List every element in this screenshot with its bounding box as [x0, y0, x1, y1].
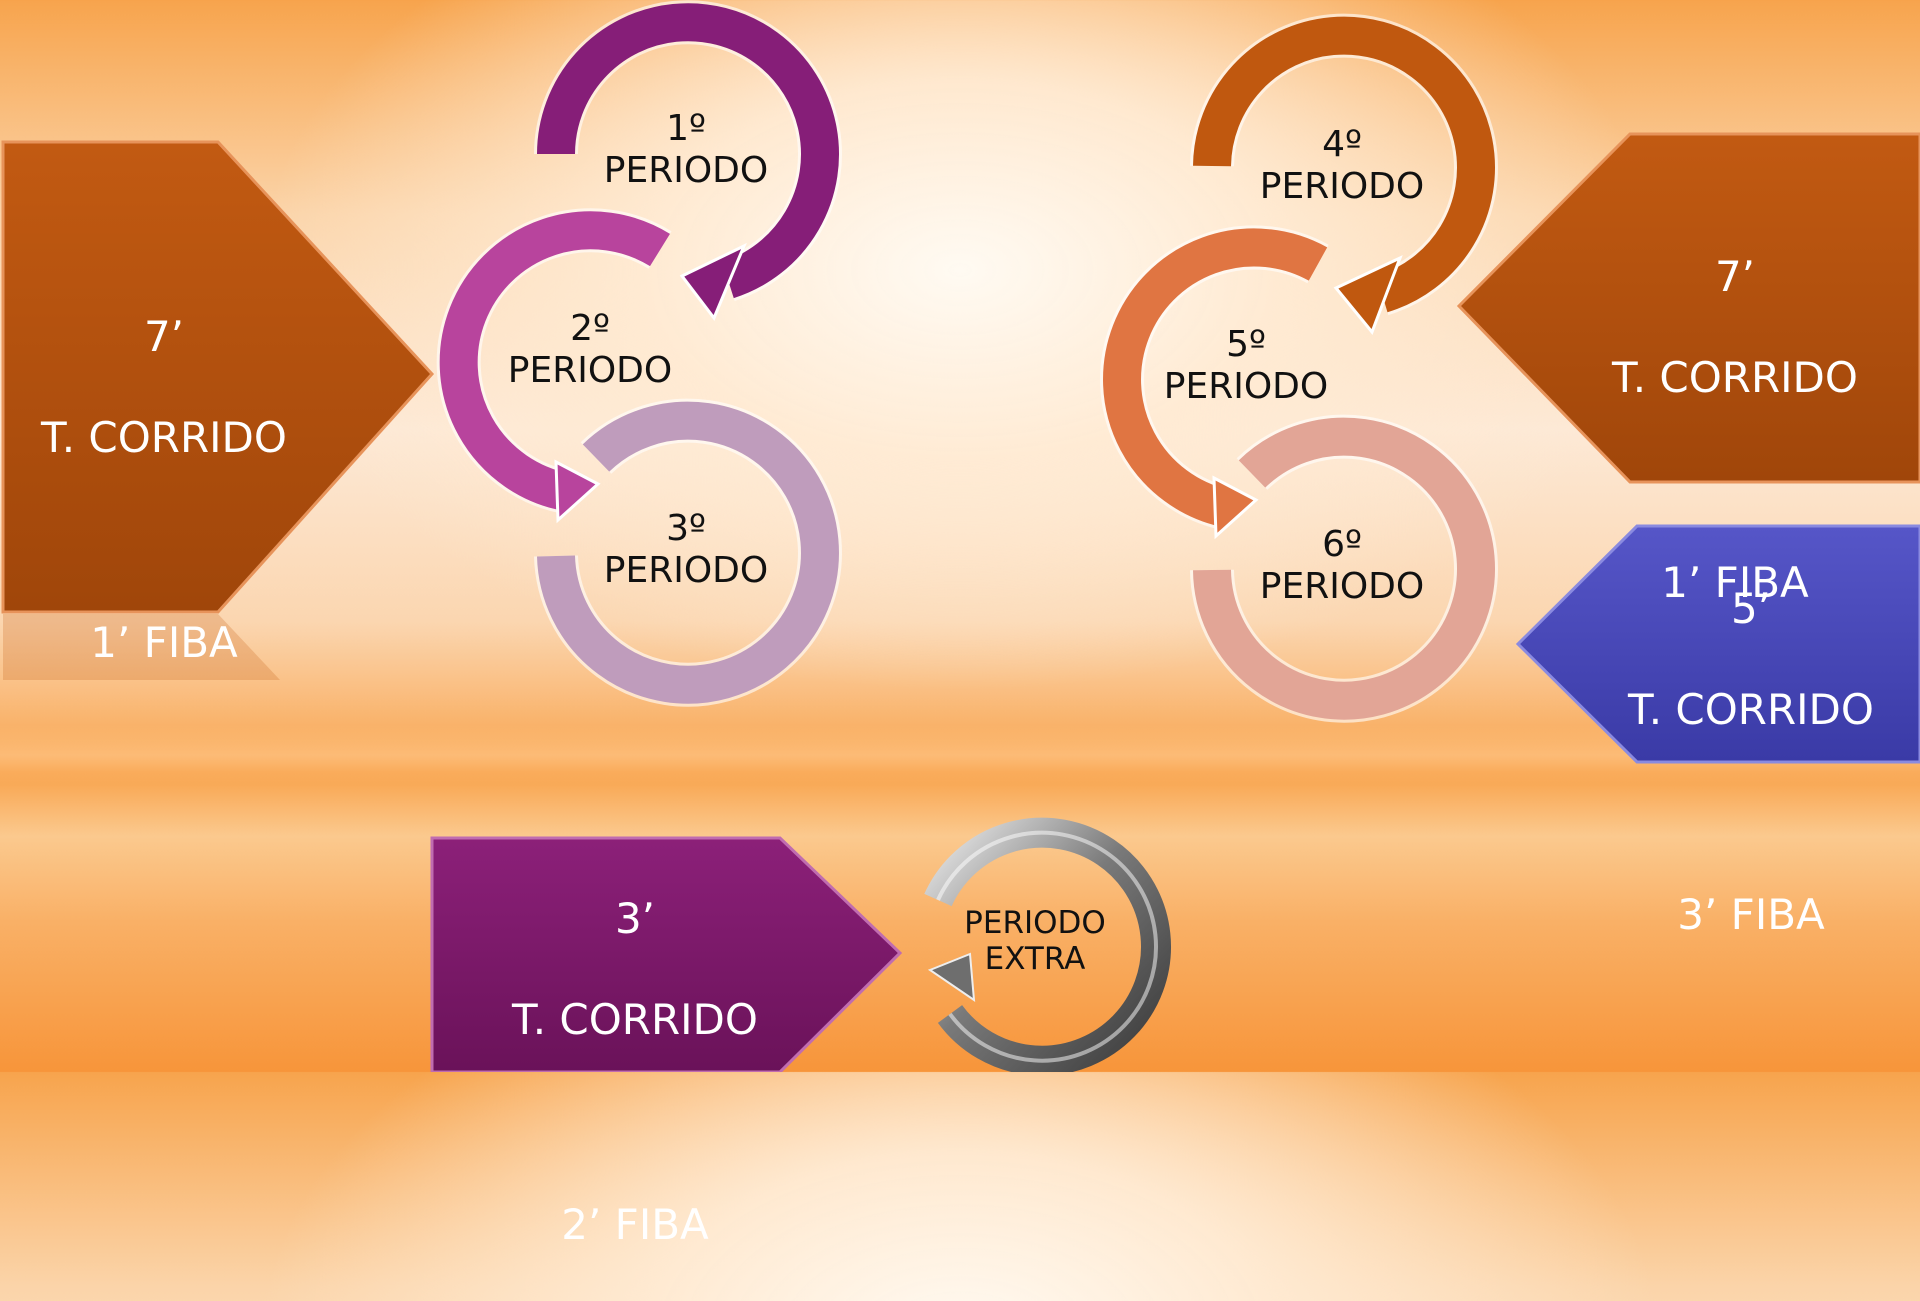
period-6-number: 6º — [1322, 524, 1362, 565]
period-4-ring — [1190, 13, 1498, 335]
right-top-block-label: 7’ T. CORRIDO 1’ FIBA — [1600, 202, 1870, 659]
left-block-duration: 7’ — [143, 312, 185, 362]
left-block-fiba: 1’ FIBA — [90, 618, 238, 668]
right-top-block-corrido: T. CORRIDO — [1612, 353, 1858, 403]
period-3-label: 3º PERIODO — [586, 508, 786, 593]
period-6-text: PERIODO — [1259, 566, 1425, 608]
period-5-ring — [1100, 225, 1329, 540]
right-bottom-block-corrido: T. CORRIDO — [1628, 685, 1874, 735]
period-4-label: 4º PERIODO — [1242, 124, 1442, 209]
period-1-number: 1º — [666, 108, 706, 149]
period-6-label: 6º PERIODO — [1242, 524, 1442, 609]
extra-period-ring — [924, 817, 1171, 1072]
period-3-ring — [534, 398, 842, 707]
period-1-ring — [534, 0, 842, 321]
left-time-block-reflection — [3, 614, 280, 680]
period-3-text: PERIODO — [603, 550, 769, 592]
period-5-label: 5º PERIODO — [1146, 324, 1346, 409]
right-top-block-duration: 7’ — [1714, 252, 1756, 302]
right-top-block-fiba: 1’ FIBA — [1661, 558, 1809, 608]
bottom-block-fiba: 2’ FIBA — [561, 1200, 709, 1250]
period-2-label: 2º PERIODO — [490, 308, 690, 393]
extra-period-line1: PERIODO — [964, 905, 1106, 941]
period-2-number: 2º — [570, 308, 610, 349]
extra-period-line2: EXTRA — [984, 940, 1086, 977]
bottom-block-label: 3’ T. CORRIDO 2’ FIBA — [485, 844, 785, 1301]
period-2-ring — [436, 208, 672, 524]
left-block-corrido: T. CORRIDO — [41, 413, 287, 463]
right-bottom-block-duration: 5’ — [1730, 584, 1772, 634]
diagram-canvas — [1, 0, 1920, 1072]
bottom-time-block — [430, 836, 903, 1072]
period-6-ring — [1190, 414, 1498, 723]
period-4-text: PERIODO — [1259, 166, 1425, 208]
period-2-text: PERIODO — [507, 350, 673, 392]
period-4-number: 4º — [1322, 124, 1362, 165]
bottom-block-corrido: T. CORRIDO — [512, 995, 758, 1045]
right-bottom-block-fiba: 3’ FIBA — [1677, 890, 1825, 940]
right-bottom-block-label: 5’ T. CORRIDO 3’ FIBA — [1616, 534, 1886, 991]
right-top-time-block — [1456, 132, 1920, 484]
period-3-number: 3º — [666, 508, 706, 549]
left-block-label: 7’ T. CORRIDO 1’ FIBA — [0, 262, 328, 719]
period-5-number: 5º — [1226, 324, 1266, 365]
left-time-block — [1, 140, 435, 614]
extra-period-label: PERIODO EXTRA — [945, 905, 1125, 977]
right-bottom-time-block — [1515, 524, 1920, 764]
bottom-block-duration: 3’ — [614, 894, 656, 944]
period-1-text: PERIODO — [603, 150, 769, 192]
period-1-label: 1º PERIODO — [586, 108, 786, 193]
period-5-text: PERIODO — [1163, 366, 1329, 408]
